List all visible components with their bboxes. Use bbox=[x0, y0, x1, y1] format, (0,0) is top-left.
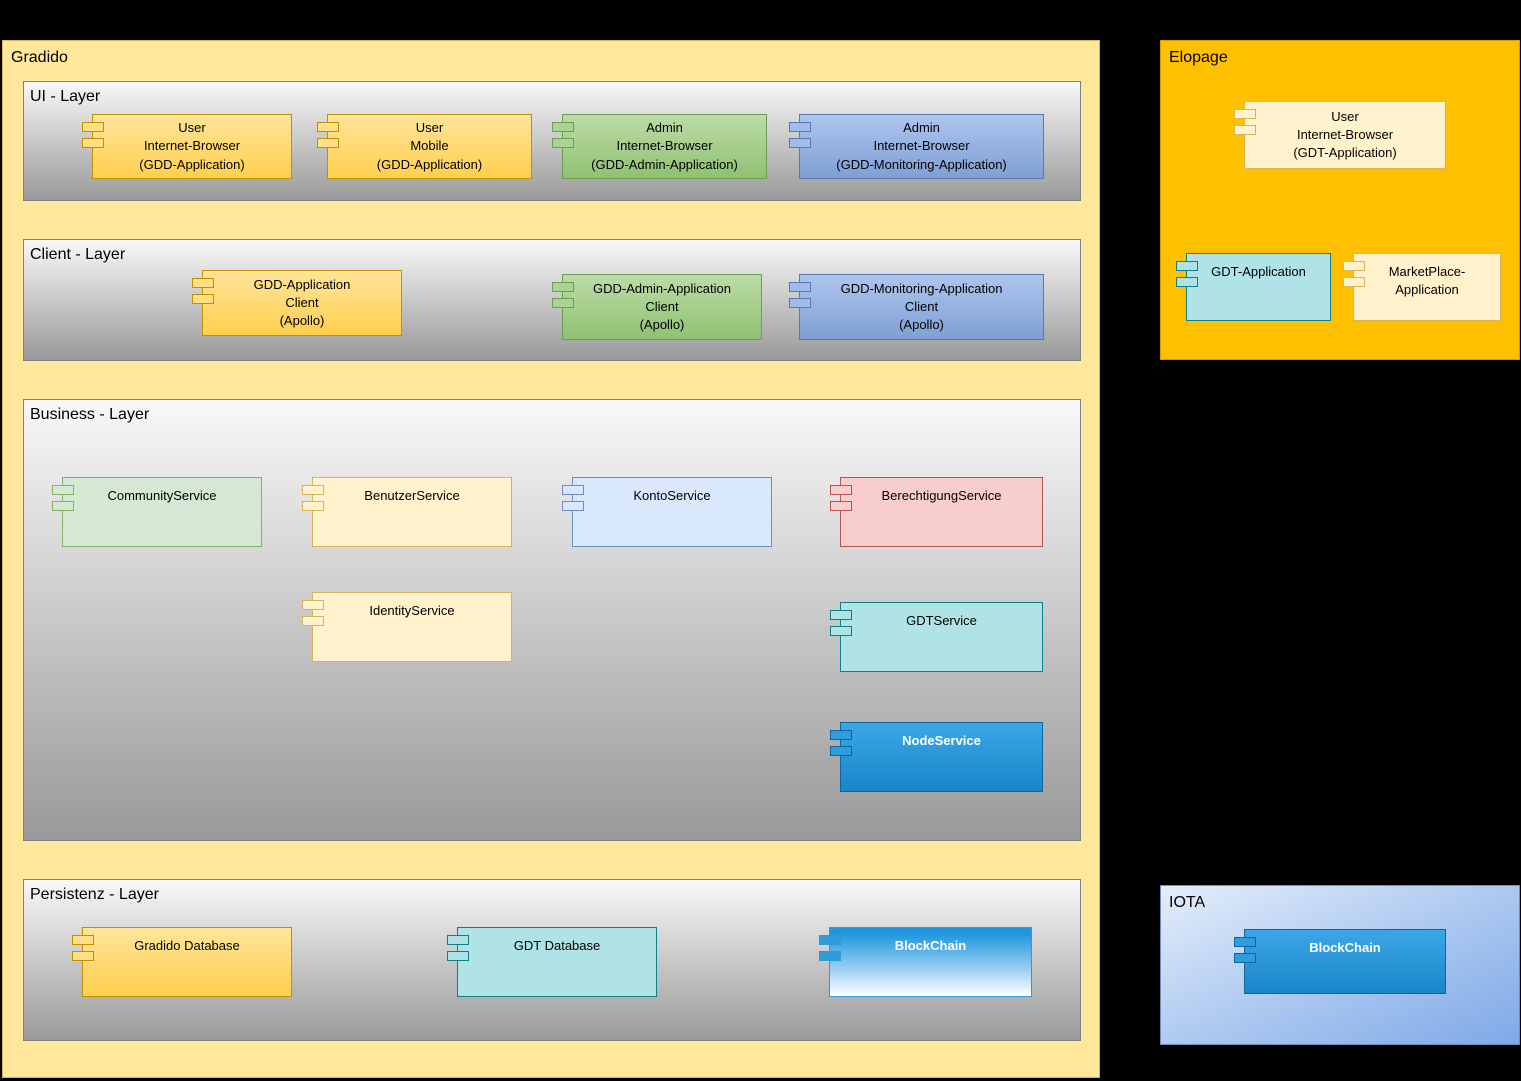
component-tab-icon bbox=[562, 485, 584, 495]
component-gdd-application-client: GDD-Application Client (Apollo) bbox=[192, 270, 402, 336]
container-gradido: Gradido UI - Layer User Internet-Browser… bbox=[2, 40, 1100, 1078]
component-label: GDD-Monitoring-Application Client (Apoll… bbox=[840, 280, 1003, 333]
component-label: User Mobile (GDD-Application) bbox=[376, 120, 483, 172]
component-blockchain-persistenz: BlockChain bbox=[819, 927, 1032, 997]
component-tab-icon bbox=[552, 122, 574, 132]
component-tab-icon bbox=[830, 626, 852, 636]
component-tab-icon bbox=[447, 951, 469, 961]
component-tab-icon bbox=[1234, 953, 1256, 963]
layer-business: Business - Layer CommunityService Benutz… bbox=[23, 399, 1081, 841]
component-tab-icon bbox=[72, 935, 94, 945]
component-label: BlockChain bbox=[1309, 940, 1381, 955]
component-gdd-monitoring-application-client: GDD-Monitoring-Application Client (Apoll… bbox=[789, 274, 1044, 340]
component-user-internet-browser-gdd-application: User Internet-Browser (GDD-Application) bbox=[82, 114, 292, 179]
component-tab-icon bbox=[552, 298, 574, 308]
component-tab-icon bbox=[562, 501, 584, 511]
component-label: GDT Database bbox=[513, 938, 601, 953]
component-tab-icon bbox=[1234, 125, 1256, 135]
component-label: Admin Internet-Browser (GDD-Admin-Applic… bbox=[591, 120, 738, 172]
component-tab-icon bbox=[82, 122, 104, 132]
component-berechtigungservice: BerechtigungService bbox=[830, 477, 1043, 547]
component-label: Admin Internet-Browser (GDD-Monitoring-A… bbox=[836, 120, 1007, 172]
component-label: IdentityService bbox=[369, 603, 455, 618]
component-tab-icon bbox=[830, 485, 852, 495]
component-label: User Internet-Browser (GDT-Application) bbox=[1293, 108, 1397, 161]
component-user-internet-browser-gdt-application: User Internet-Browser (GDT-Application) bbox=[1234, 101, 1446, 169]
layer-client: Client - Layer GDD-Application Client (A… bbox=[23, 239, 1081, 361]
component-label: BerechtigungService bbox=[881, 488, 1002, 503]
component-tab-icon bbox=[192, 294, 214, 304]
component-tab-icon bbox=[830, 730, 852, 740]
component-tab-icon bbox=[302, 485, 324, 495]
component-label: GDD-Application Client (Apollo) bbox=[253, 276, 351, 329]
component-tab-icon bbox=[552, 282, 574, 292]
component-tab-icon bbox=[789, 282, 811, 292]
component-tab-icon bbox=[552, 138, 574, 148]
component-admin-internet-browser-gdd-monitoring-application: Admin Internet-Browser (GDD-Monitoring-A… bbox=[789, 114, 1044, 179]
layer-persistenz: Persistenz - Layer Gradido Database GDT … bbox=[23, 879, 1081, 1041]
component-tab-icon bbox=[447, 935, 469, 945]
component-gradido-database: Gradido Database bbox=[72, 927, 292, 997]
component-gdtservice: GDTService bbox=[830, 602, 1043, 672]
component-tab-icon bbox=[192, 278, 214, 288]
component-label: User Internet-Browser (GDD-Application) bbox=[139, 120, 245, 172]
component-nodeservice: NodeService bbox=[830, 722, 1043, 792]
component-label: BenutzerService bbox=[364, 488, 460, 503]
component-gdt-application: GDT-Application bbox=[1176, 253, 1331, 321]
component-tab-icon bbox=[82, 138, 104, 148]
component-tab-icon bbox=[52, 485, 74, 495]
component-admin-internet-browser-gdd-admin-application: Admin Internet-Browser (GDD-Admin-Applic… bbox=[552, 114, 767, 179]
component-label: MarketPlace- Application bbox=[1388, 264, 1466, 298]
component-label: Gradido Database bbox=[134, 938, 240, 953]
component-tab-icon bbox=[302, 600, 324, 610]
component-label: BlockChain bbox=[894, 938, 967, 953]
layer-business-title: Business - Layer bbox=[30, 406, 150, 423]
component-label: GDTService bbox=[906, 613, 977, 628]
component-tab-icon bbox=[72, 951, 94, 961]
component-gdt-database: GDT Database bbox=[447, 927, 657, 997]
container-gradido-title: Gradido bbox=[11, 49, 68, 66]
component-tab-icon bbox=[52, 501, 74, 511]
component-tab-icon bbox=[789, 138, 811, 148]
layer-ui-title: UI - Layer bbox=[30, 88, 101, 105]
component-tab-icon bbox=[830, 610, 852, 620]
component-tab-icon bbox=[830, 501, 852, 511]
component-label: CommunityService bbox=[107, 488, 217, 503]
component-tab-icon bbox=[1176, 261, 1198, 271]
component-benutzerservice: BenutzerService bbox=[302, 477, 512, 547]
component-label: GDD-Admin-Application Client (Apollo) bbox=[593, 280, 731, 333]
component-tab-icon bbox=[317, 122, 339, 132]
component-user-mobile-gdd-application: User Mobile (GDD-Application) bbox=[317, 114, 532, 179]
component-tab-icon bbox=[317, 138, 339, 148]
container-elopage-title: Elopage bbox=[1169, 49, 1228, 66]
component-tab-icon bbox=[1176, 277, 1198, 287]
component-label: KontoService bbox=[633, 488, 711, 503]
container-elopage: Elopage User Internet-Browser (GDT-Appli… bbox=[1160, 40, 1520, 360]
component-tab-icon bbox=[789, 298, 811, 308]
component-tab-icon bbox=[1234, 937, 1256, 947]
component-tab-icon bbox=[1343, 261, 1365, 271]
component-identityservice: IdentityService bbox=[302, 592, 512, 662]
component-label: NodeService bbox=[902, 733, 981, 748]
component-tab-icon bbox=[819, 951, 841, 961]
component-tab-icon bbox=[1343, 277, 1365, 287]
layer-persistenz-title: Persistenz - Layer bbox=[30, 886, 159, 903]
component-tab-icon bbox=[819, 935, 841, 945]
container-iota-title: IOTA bbox=[1169, 894, 1206, 911]
component-tab-icon bbox=[1234, 109, 1256, 119]
container-iota: IOTA BlockChain bbox=[1160, 885, 1520, 1045]
layer-client-title: Client - Layer bbox=[30, 246, 126, 263]
component-blockchain-iota: BlockChain bbox=[1234, 929, 1446, 994]
component-tab-icon bbox=[789, 122, 811, 132]
component-label: GDT-Application bbox=[1211, 264, 1306, 279]
component-tab-icon bbox=[302, 616, 324, 626]
component-communityservice: CommunityService bbox=[52, 477, 262, 547]
component-gdd-admin-application-client: GDD-Admin-Application Client (Apollo) bbox=[552, 274, 762, 340]
component-kontoservice: KontoService bbox=[562, 477, 772, 547]
component-marketplace-application: MarketPlace- Application bbox=[1343, 253, 1501, 321]
component-tab-icon bbox=[302, 501, 324, 511]
component-tab-icon bbox=[830, 746, 852, 756]
layer-ui: UI - Layer User Internet-Browser (GDD-Ap… bbox=[23, 81, 1081, 201]
